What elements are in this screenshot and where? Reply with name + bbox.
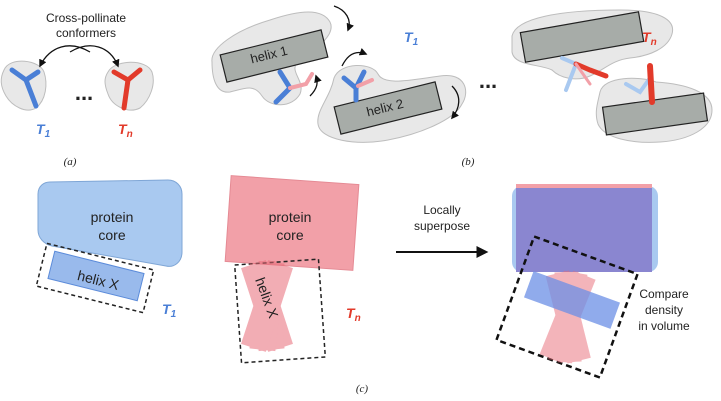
panel-a-title-line1: Cross-pollinate	[46, 11, 126, 25]
helixx2-box-dashed	[233, 258, 327, 364]
core1-shape	[37, 179, 183, 267]
superposed-core-purple	[516, 188, 652, 272]
cross-pollinate-arrow-right	[69, 45, 120, 68]
panel-c-t1-label: T1	[162, 301, 177, 320]
panel-a-ellipsis: ...	[75, 80, 93, 105]
superposed-box-dashed	[494, 234, 640, 380]
core1-label-line2: core	[98, 227, 125, 243]
tn-lower-residue-lightblue	[624, 76, 652, 95]
core2-label-line1: protein	[269, 209, 312, 225]
core1-label-line1: protein	[91, 209, 134, 225]
residue-t1-stem	[23, 77, 39, 109]
helix1-residue-pink	[288, 72, 314, 90]
panel-a-t1-label: T1	[36, 121, 51, 140]
panel-b-t1-label: T1	[404, 29, 419, 48]
rotate-arrow-lower-left	[309, 74, 322, 97]
helixx2-bar-4	[241, 260, 293, 352]
panel-a-title-line2: conformers	[56, 26, 116, 40]
panel-c-tn-label: Tn	[346, 305, 361, 324]
tn-lower-residue-red	[647, 63, 655, 105]
helix2-residue-pink	[356, 78, 374, 88]
rotate-arrow-middle	[341, 48, 368, 67]
conformer-blob-t1	[0, 60, 47, 111]
rotate-arrow-top	[333, 5, 354, 32]
panel-a-tn-label: Tn	[118, 121, 133, 140]
superposed-helix-blue	[523, 271, 621, 329]
panel-b-tn-label: Tn	[642, 29, 657, 48]
tn-helix-upper-bar	[519, 11, 645, 63]
rotate-arrow-bottom	[451, 85, 460, 120]
panel-c: protein core helix X T1 protein core hel…	[35, 175, 690, 395]
panel-c-caption: (c)	[356, 383, 369, 395]
compare-label-line1: Compare	[639, 287, 689, 301]
helixx1-bar	[47, 250, 145, 302]
helix1-bar	[219, 29, 329, 83]
tn-upper-residue-pink	[574, 62, 592, 86]
helixx2-ensemble	[241, 260, 293, 352]
panel-b: helix 1 helix 2 T1 ... Tn (b)	[211, 5, 713, 168]
core2-label-line2: core	[276, 227, 303, 243]
compare-label-line3: in volume	[638, 319, 690, 333]
helix2-bar	[333, 81, 443, 135]
tn-upper-residue-red	[573, 61, 609, 79]
superpose-label-line2: superpose	[414, 219, 470, 233]
panel-a: Cross-pollinate conformers ... T1 Tn (a)	[0, 11, 154, 168]
compare-label-line2: density	[645, 303, 683, 317]
panel-a-caption: (a)	[64, 156, 77, 168]
panel-b-ellipsis: ...	[479, 68, 497, 93]
cross-pollinate-arrow-left	[39, 45, 91, 68]
residue-tn-stem	[121, 77, 131, 111]
core2-shape	[224, 175, 360, 271]
superpose-label-line1: Locally	[423, 203, 460, 217]
panel-b-caption: (b)	[462, 156, 475, 168]
